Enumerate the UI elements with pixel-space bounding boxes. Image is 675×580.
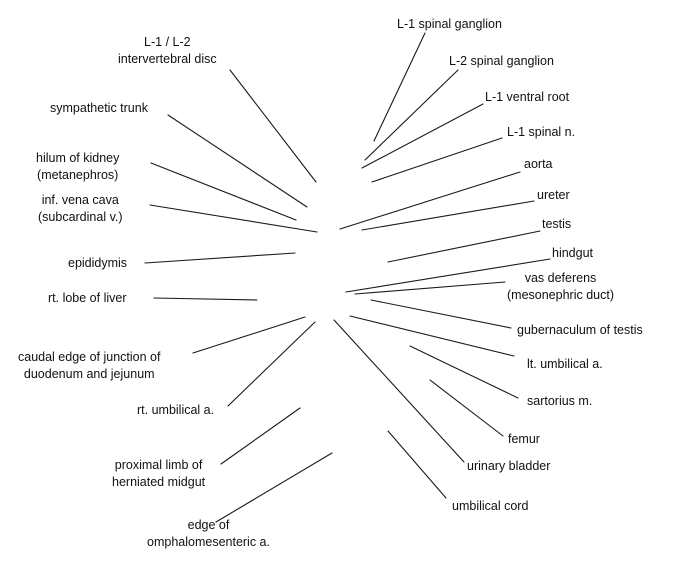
label-urinary-bladder: urinary bladder [467, 459, 551, 473]
leader-line-sartorius-m [409, 345, 519, 399]
leader-line-edge-omphalomesenteric-a [215, 452, 333, 523]
leader-line-rt-umbilical-a [227, 321, 316, 407]
label-vas-deferens: vas deferens(mesonephric duct) [507, 271, 614, 302]
leader-line-aorta [339, 171, 521, 230]
label-hindgut: hindgut [552, 246, 594, 260]
label-sartorius-m: sartorius m. [527, 394, 593, 408]
label-sympathetic-trunk: sympathetic trunk [50, 101, 148, 115]
leader-line-l2-spinal-ganglion [364, 69, 459, 161]
leader-line-umbilical-cord [387, 430, 447, 499]
leader-line-femur [429, 379, 504, 437]
label-aorta: aorta [524, 157, 553, 171]
label-femur: femur [508, 432, 540, 446]
label-inf-vena-cava: inf. vena cava(subcardinal v.) [38, 193, 123, 224]
leader-line-caudal-edge-duodenum-jejunum [192, 316, 306, 354]
leader-line-l1-spinal-ganglion [373, 32, 426, 142]
leader-line-epididymis [144, 252, 296, 264]
leader-line-l1-spinal-n [371, 137, 503, 183]
label-rt-lobe-of-liver: rt. lobe of liver [48, 291, 127, 305]
label-l2-spinal-ganglion: L-2 spinal ganglion [449, 54, 554, 68]
leader-line-hindgut [345, 258, 551, 293]
leader-line-l1-ventral-root [361, 103, 484, 169]
leader-line-urinary-bladder [333, 319, 465, 463]
leader-line-lt-umbilical-a [349, 315, 515, 357]
label-l1-spinal-ganglion: L-1 spinal ganglion [397, 17, 502, 31]
leader-line-ureter [361, 200, 535, 231]
label-umbilical-cord: umbilical cord [452, 499, 529, 513]
leader-line-rt-lobe-of-liver [153, 297, 258, 301]
label-lt-umbilical-a: lt. umbilical a. [527, 357, 603, 371]
leader-line-vas-deferens [354, 281, 506, 295]
leader-line-testis [387, 230, 541, 263]
label-gubernaculum-of-testis: gubernaculum of testis [517, 323, 643, 337]
label-rt-umbilical-a: rt. umbilical a. [137, 403, 215, 417]
leader-line-proximal-limb-herniated-midgut [220, 407, 301, 465]
leader-line-l1-l2-intervertebral-disc [229, 69, 317, 183]
label-l1-spinal-n: L-1 spinal n. [507, 125, 576, 139]
leader-line-hilum-of-kidney [150, 162, 297, 221]
leader-line-gubernaculum-of-testis [370, 299, 512, 329]
label-l1-ventral-root: L-1 ventral root [485, 90, 570, 104]
leader-line-sympathetic-trunk [167, 114, 308, 208]
label-testis: testis [542, 217, 572, 231]
label-epididymis: epididymis [68, 256, 128, 270]
label-hilum-of-kidney: hilum of kidney(metanephros) [36, 151, 120, 182]
label-ureter: ureter [537, 188, 570, 202]
leader-line-inf-vena-cava [149, 204, 318, 233]
